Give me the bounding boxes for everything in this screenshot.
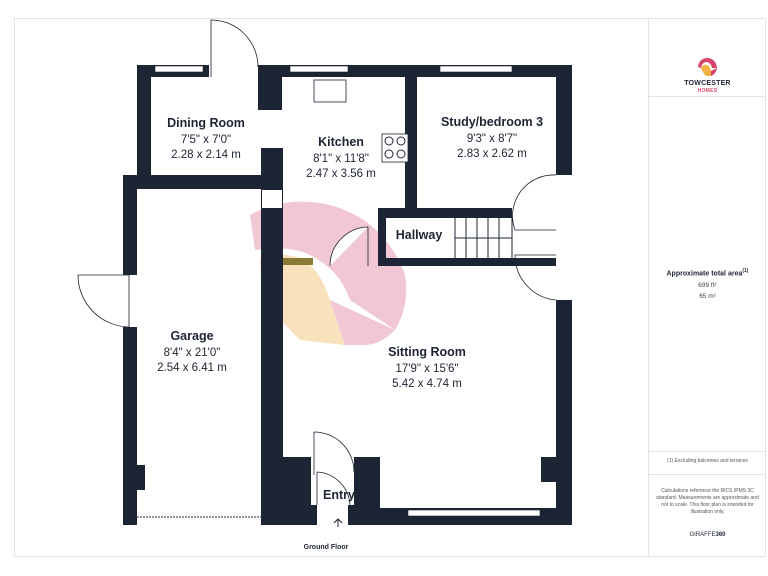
giraffe360-credit: GIRAFFE360: [689, 532, 726, 538]
brand-subname: HOMES: [697, 88, 718, 94]
floorplan-area: Dining Room 7'5" x 7'0" 2.28 x 2.14 m Ki…: [14, 18, 648, 557]
room-name-dining: Dining Room: [167, 116, 245, 130]
info-sidebar: TOWCESTER HOMES Approximate total area(1…: [648, 18, 766, 557]
room-dim-imperial-kitchen: 8'1" x 11'8": [313, 153, 369, 165]
footnote-text: (1) Excluding balconies and terraces: [667, 458, 748, 464]
area-title: Approximate total area(1): [666, 268, 749, 278]
room-name-hallway: Hallway: [396, 228, 443, 242]
room-name-entry: Entry: [323, 488, 355, 502]
floorplan-svg: Dining Room 7'5" x 7'0" 2.28 x 2.14 m Ki…: [77, 19, 573, 551]
floorplan-frame: [14, 18, 766, 557]
disclaimer-text: Calculations reference the RICS IPMS 3C …: [656, 488, 759, 515]
room-dim-metric-sitting: 5.42 x 4.74 m: [392, 378, 462, 390]
room-name-garage: Garage: [170, 329, 213, 343]
room-dim-imperial-dining: 7'5" x 7'0": [181, 134, 231, 146]
sidebar-divider: [649, 96, 766, 97]
staircase: [454, 218, 513, 258]
room-dim-imperial-garage: 8'4" x 21'0": [164, 347, 221, 359]
sidebar-divider: [649, 451, 766, 452]
sidebar-divider: [649, 474, 766, 475]
room-name-kitchen: Kitchen: [318, 135, 364, 149]
floor-label: Ground Floor: [304, 544, 349, 551]
area-sqm: 65 m²: [699, 293, 716, 300]
room-dim-imperial-sitting: 17'9" x 15'6": [395, 363, 458, 375]
towcester-logo-icon: [698, 58, 717, 76]
brand-name: TOWCESTER: [684, 80, 731, 87]
room-name-sitting: Sitting Room: [388, 345, 466, 359]
area-sqft: 699 ft²: [698, 282, 717, 289]
room-name-study: Study/bedroom 3: [441, 115, 543, 129]
room-dim-metric-dining: 2.28 x 2.14 m: [171, 149, 241, 161]
room-dim-metric-study: 2.83 x 2.62 m: [457, 148, 527, 160]
room-dim-metric-kitchen: 2.47 x 3.56 m: [306, 168, 376, 180]
room-dim-metric-garage: 2.54 x 6.41 m: [157, 362, 227, 374]
room-dim-imperial-study: 9'3" x 8'7": [467, 133, 517, 145]
